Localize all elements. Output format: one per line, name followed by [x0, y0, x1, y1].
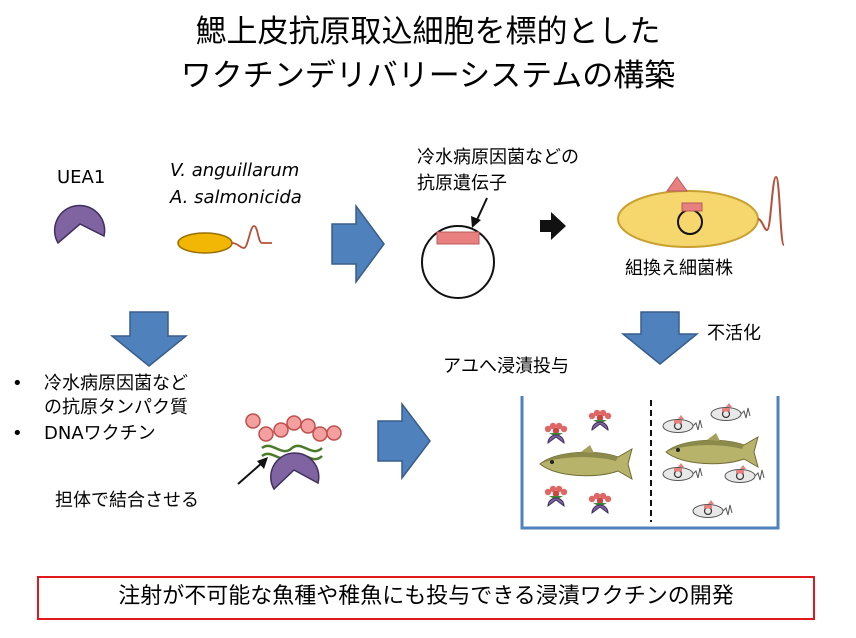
arrow-right-bottom [377, 401, 431, 481]
a-salmonicida-label: A. salmonicida [170, 187, 302, 208]
pointer-arrow-gene [475, 197, 488, 223]
immersion-label: アユへ浸漬投与 [443, 356, 569, 377]
v-anguillarum-label: V. anguillarum [170, 160, 300, 181]
bullet-list: • 冷水病原因菌など の抗原タンパク質 • DNAワクチン [12, 372, 188, 446]
uea1-label: UEA1 [57, 167, 106, 188]
bullet-dot: • [12, 423, 23, 444]
bullet-dot: • [12, 373, 23, 394]
immersion-tank [520, 396, 780, 530]
antigen-carrier-complex [245, 413, 342, 491]
bullet-item-dna-vaccine: DNAワクチン [44, 423, 156, 444]
bullet-item-antigen-protein-line1: 冷水病原因菌など [44, 373, 188, 394]
page-title-line1: 鰓上皮抗原取込細胞を標的とした [195, 14, 661, 50]
plasmid [421, 225, 495, 299]
arrow-down-right [620, 311, 700, 365]
page-title-line2: ワクチンデリバリーシステムの構築 [180, 58, 676, 94]
inactivation-label: 不活化 [707, 323, 761, 344]
bullet-item-antigen-protein-line2: の抗原タンパク質 [44, 397, 188, 418]
pointer-arrow-carrier [237, 461, 264, 485]
conclusion-box: 注射が不可能な魚種や稚魚にも投与できる浸漬ワクチンの開発 [37, 576, 815, 620]
pathogen-bacterium [177, 225, 272, 254]
arrow-right-small [540, 212, 566, 240]
antigen-gene-label-line2: 抗原遺伝子 [417, 173, 507, 194]
uea1-lectin-shape [53, 204, 106, 245]
bind-carrier-label: 担体で結合させる [55, 490, 199, 511]
antigen-gene-label-line1: 冷水病原因菌などの [417, 147, 579, 168]
recombinant-strain-label: 組換え細菌株 [625, 258, 733, 279]
recombinant-cell [617, 175, 785, 248]
arrow-down-left [109, 311, 189, 367]
arrow-right-top [331, 203, 385, 285]
